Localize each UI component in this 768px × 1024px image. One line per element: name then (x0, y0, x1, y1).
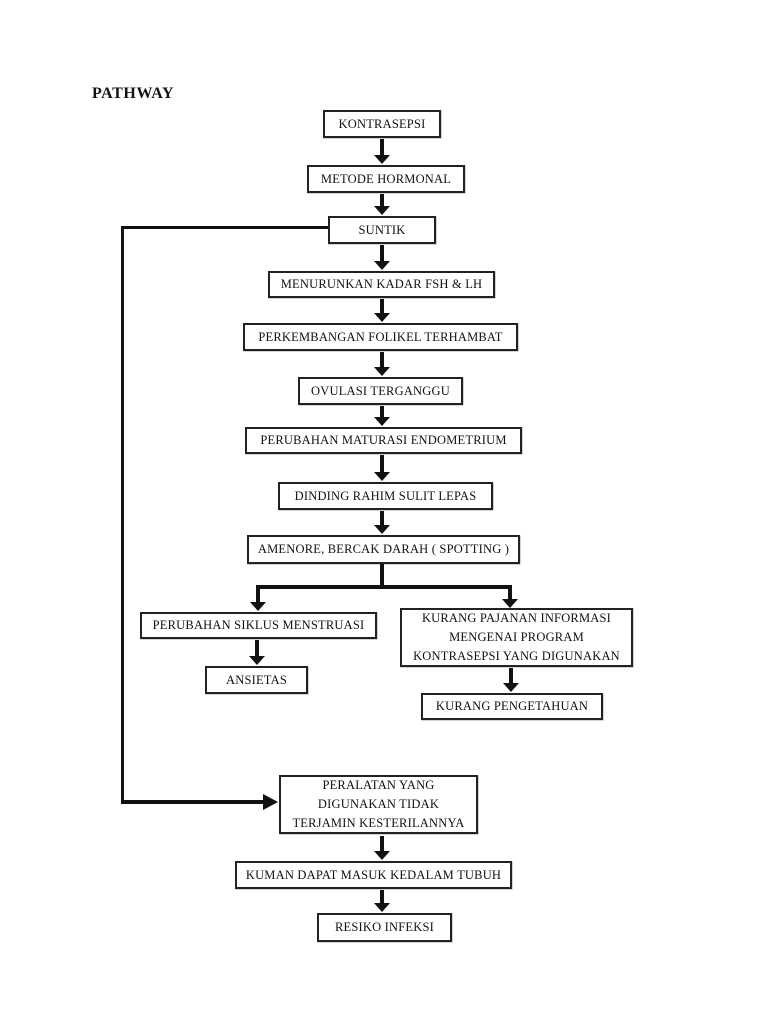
arrowhead-right-icon (263, 794, 278, 810)
connector-left-vertical (121, 226, 124, 802)
connector-perkembangan-ovulasi (374, 352, 390, 376)
node-peralatan-tidak-steril: PERALATAN YANG DIGUNAKAN TIDAK TERJAMIN … (279, 775, 478, 834)
node-kurang-pajanan-informasi: KURANG PAJANAN INFORMASI MENGENAI PROGRA… (400, 608, 633, 667)
connector-branch-pajanan (502, 587, 518, 608)
node-dinding-rahim-sulit-lepas: DINDING RAHIM SULIT LEPAS (278, 482, 493, 510)
node-perubahan-maturasi-endometrium: PERUBAHAN MATURASI ENDOMETRIUM (245, 427, 522, 454)
node-resiko-infeksi: RESIKO INFEKSI (317, 913, 452, 942)
connector-bottom-horizontal (121, 800, 263, 804)
connector-branch-siklus (250, 587, 266, 611)
connector-kuman-resiko (374, 890, 390, 912)
node-perkembangan-folikel-terhambat: PERKEMBANGAN FOLIKEL TERHAMBAT (243, 323, 518, 351)
connector-suntik-left-horizontal (121, 226, 328, 229)
node-suntik: SUNTIK (328, 216, 436, 244)
connector-dinding-amenore (374, 511, 390, 534)
connector-menurunkan-perkembangan (374, 299, 390, 322)
connector-metode-suntik (374, 194, 390, 215)
connector-suntik-menurunkan (374, 245, 390, 270)
node-kuman-masuk-tubuh: KUMAN DAPAT MASUK KEDALAM TUBUH (235, 861, 512, 889)
connector-branch-bar (256, 585, 512, 589)
connector-siklus-ansietas (249, 640, 265, 665)
node-perubahan-siklus-menstruasi: PERUBAHAN SIKLUS MENSTRUASI (140, 612, 377, 639)
node-ovulasi-terganggu: OVULASI TERGANGGU (298, 377, 463, 405)
connector-ovulasi-maturasi (374, 406, 390, 426)
connector-maturasi-dinding (374, 455, 390, 481)
connector-kontrasepsi-metode (374, 139, 390, 164)
node-kontrasepsi: KONTRASEPSI (323, 110, 441, 138)
page-title: PATHWAY (92, 85, 175, 102)
node-menurunkan-kadar-fsh-lh: MENURUNKAN KADAR FSH & LH (268, 271, 495, 298)
node-metode-hormonal: METODE HORMONAL (307, 165, 465, 193)
node-kurang-pengetahuan: KURANG PENGETAHUAN (421, 693, 603, 720)
connector-pajanan-pengetahuan (503, 668, 519, 692)
node-ansietas: ANSIETAS (205, 666, 308, 694)
connector-amenore-branch-stem (380, 564, 384, 586)
node-amenore-bercak-darah: AMENORE, BERCAK DARAH ( SPOTTING ) (247, 535, 520, 564)
connector-peralatan-kuman (374, 836, 390, 860)
